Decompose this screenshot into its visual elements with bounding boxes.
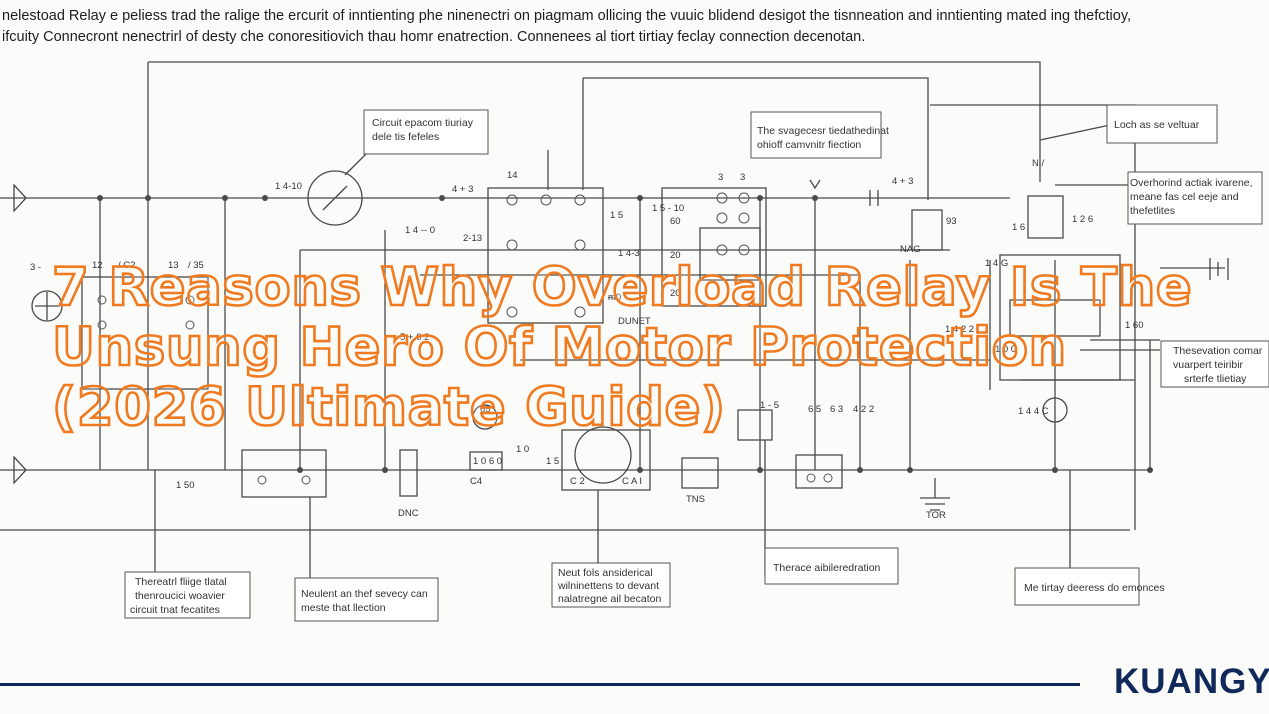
component-label: 1 4 2 2 [945,324,974,335]
component-label: C A I [622,476,642,487]
callout-text: meane fas cel eeje and [1130,191,1239,203]
callout-text: Thereatrl fliige tlatal [135,576,227,588]
article-title: 7 Reasons Why Overload Relay Is The Unsu… [51,256,1193,439]
component-label: 4 2 2 [853,404,874,415]
callout-text: ohioff camvnitr fiection [757,139,861,151]
callout-text: Neut fols ansiderical [558,567,653,579]
callout-text: Neulent an thef sevecy can [301,588,428,600]
component-label: 1 60 [1125,320,1144,331]
component-label: 4 + 3 [452,184,473,195]
callout-text: Therace aibileredration [773,562,881,574]
component-label: 3 [740,172,745,183]
component-label: 20 [670,288,681,299]
component-label: C 2 [570,476,585,487]
component-label: 6 5 [808,404,821,415]
component-label: 2-13 [463,233,482,244]
intro-text-line: nelestoad Relay e peliess trad the ralig… [2,8,1132,24]
component-label: DUNET [618,316,651,327]
component-label: C4 [470,476,482,487]
component-label: NAG [900,244,921,255]
component-label: N / [1032,158,1045,169]
intro-text-line: ifcuity Connecront nenectrirl of desty c… [2,29,866,45]
component-label: DNC [398,508,419,519]
callout-text: The svagecesr tiedathedinat [757,125,889,137]
component-label: 65 [480,404,491,415]
component-label: 1 5 [546,456,559,467]
component-label: 93 [946,216,957,227]
component-label: 1 5 - 10 [652,203,684,214]
component-label: 20 [670,250,681,261]
component-label: 12 [92,260,103,271]
component-label: 3 [718,172,723,183]
component-label: 1 4 4 C [1018,406,1049,417]
component-label: 13 [168,260,179,271]
component-label: ᵯ0 [607,292,621,303]
component-label: 14 [507,170,518,181]
component-label: 1 4 -- 0 [405,225,435,236]
component-label: 1 6 [1012,222,1025,233]
component-label: 1 5 [610,210,623,221]
callout-text: Circuit epacom tiuriay [372,117,474,129]
callout-text: meste that llection [301,602,386,614]
component-label: 5 + 6 2 [400,332,429,343]
component-label: TOR [926,510,946,521]
component-label: 4 + 3 [892,176,913,187]
callout-text: circuit tnat fecatites [130,604,220,616]
callout-text: thefetlites [1130,205,1175,217]
component-label: 1 0 [516,444,529,455]
brand-logo: KUANGY [1114,662,1269,701]
callout-text: Loch as se veltuar [1114,119,1200,131]
component-label: 60 [670,216,681,227]
component-label: / C2 [118,260,135,271]
component-label: 1 4-10 [275,181,302,192]
callout-text: srterfe tlietiay [1184,373,1247,385]
callout-text: Thesevation comar [1173,345,1263,357]
component-label: TNS [686,494,705,505]
callout-text: nalatregne ail becaton [558,593,661,605]
callout-text: Me tirtay deeress do emonces [1024,582,1165,594]
component-label: 6 3 [830,404,843,415]
component-label: 1 4-3 [618,248,640,259]
component-label: 1 0 0 [995,344,1016,355]
callout-text: dele tis fefeles [372,131,439,143]
component-label: / 35 [188,260,204,271]
component-label: 1 - 5 [760,400,779,411]
callout-text: vuarpert teiribir [1173,359,1244,371]
component-label: 1 0 6 0 [473,456,502,467]
callout-text: Overhorind actiak ivarene, [1130,177,1253,189]
component-label: 3 - [30,262,41,273]
component-label: 1 50 [176,480,195,491]
footer-divider [0,683,1080,686]
component-label: 1 4 G [985,258,1008,269]
callout-text: wilninettens to devant [557,580,659,592]
component-label: 1 2 6 [1072,214,1093,225]
callout-text: thenroucici woavier [135,590,225,602]
